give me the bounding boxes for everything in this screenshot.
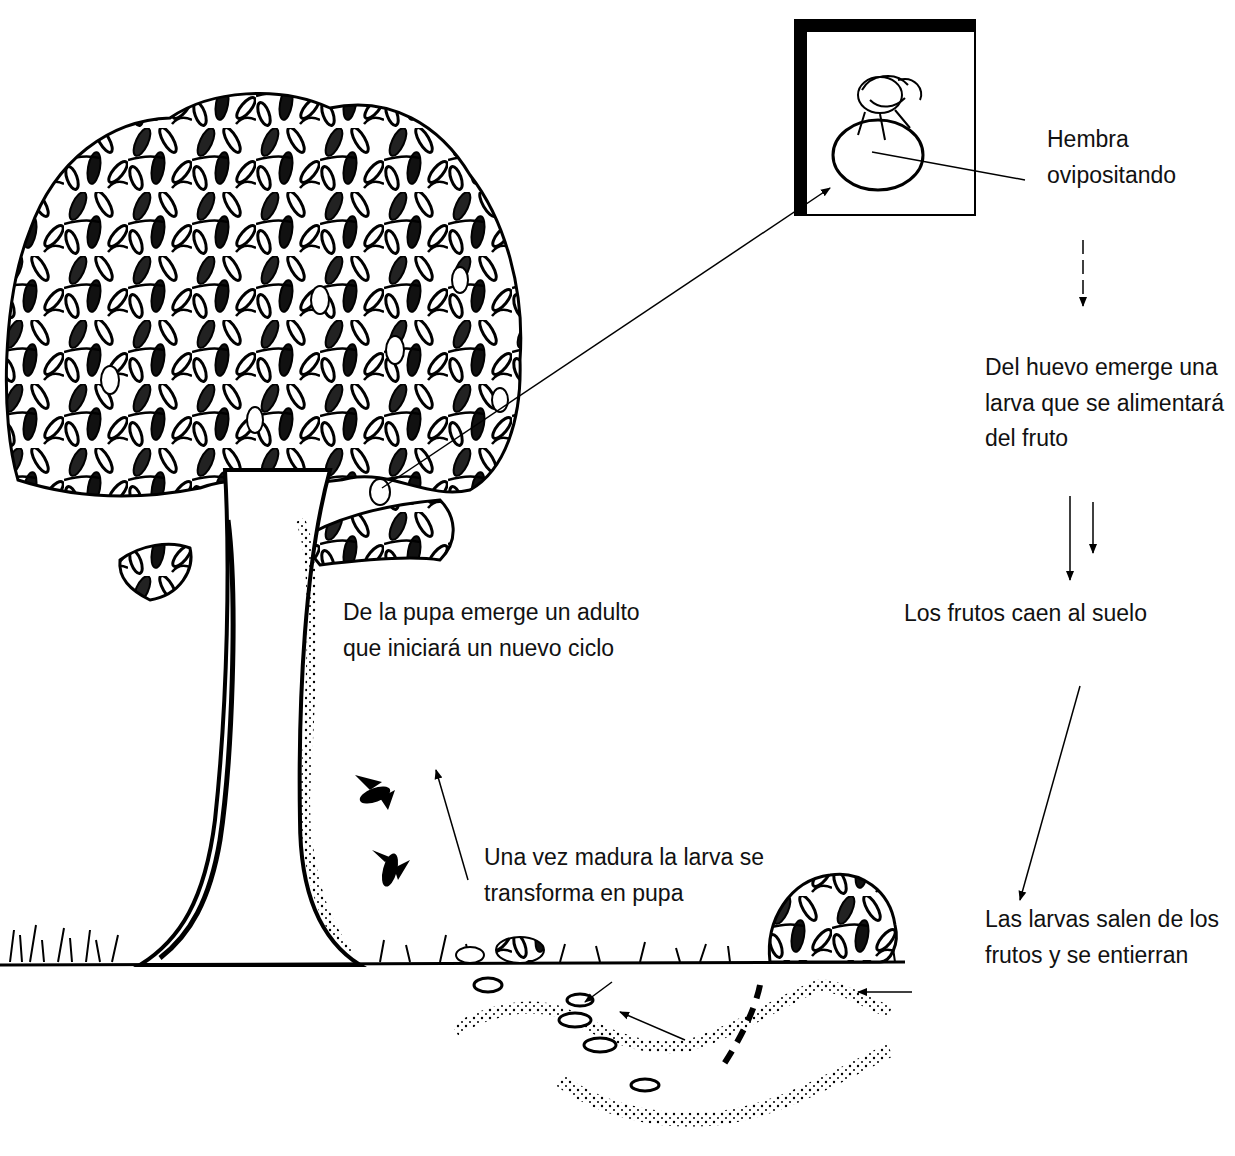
step-label: Hembra ovipositando: [1047, 122, 1217, 193]
step-label: Del huevo emerge una larva que se alimen…: [985, 350, 1230, 457]
step-label: De la pupa emerge un adulto que iniciará…: [343, 595, 643, 666]
step-label: Las larvas salen de los frutos y se enti…: [985, 902, 1225, 973]
step-label: Una vez madura la larva se transforma en…: [484, 840, 844, 911]
step-label: Los frutos caen al suelo: [904, 596, 1230, 632]
